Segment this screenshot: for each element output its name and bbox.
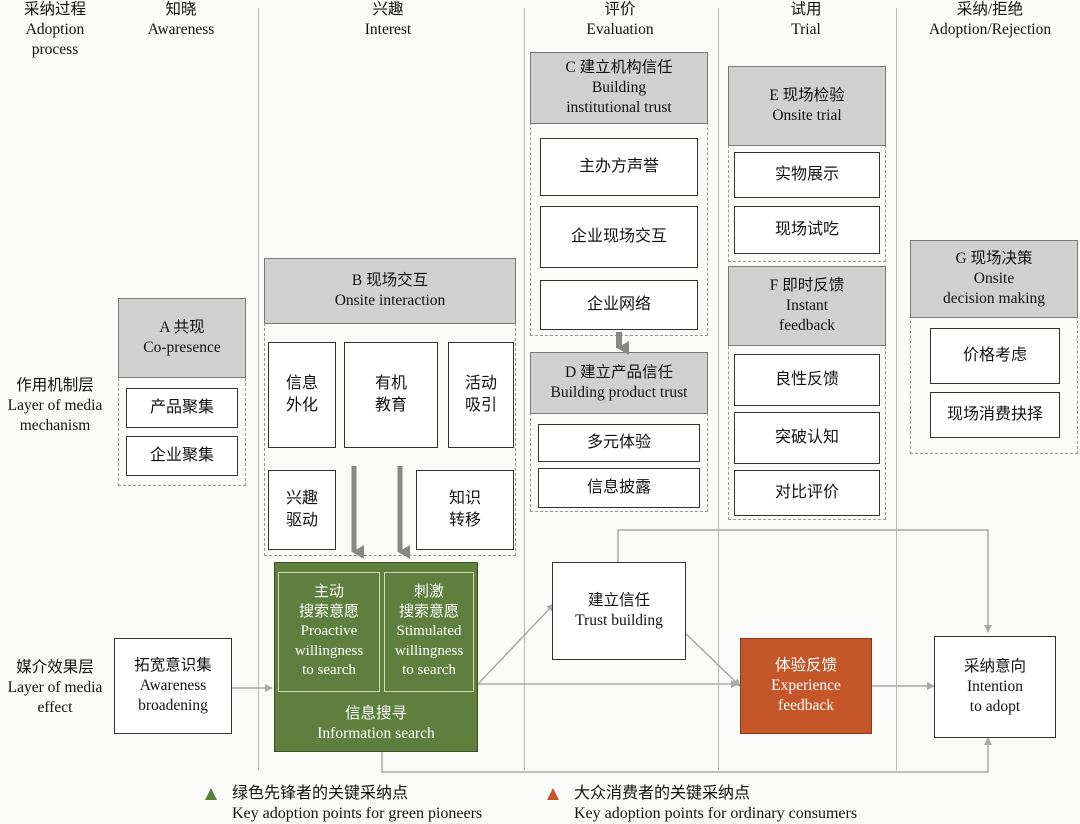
mechanism-d-title: D 建立产品信任 Building product trust xyxy=(530,352,708,414)
arrow xyxy=(683,631,741,687)
header-interest: 兴趣 Interest xyxy=(364,1,412,38)
green-triangle-icon xyxy=(205,788,217,800)
mechanism-c-item: 企业现场交互 xyxy=(540,206,698,268)
mechanism-b-item: 知识 转移 xyxy=(416,470,514,550)
mechanism-g-item: 价格考虑 xyxy=(930,328,1060,384)
mechanism-a-item: 企业聚集 xyxy=(126,436,238,476)
mechanism-b-title: B 现场交互 Onsite interaction xyxy=(264,258,516,324)
arrow xyxy=(477,603,555,685)
information-search-label: 信息搜寻 Information search xyxy=(317,705,435,742)
mechanism-f-title: F 即时反馈 Instant feedback xyxy=(728,266,886,346)
mechanism-e-item: 实物展示 xyxy=(734,152,880,198)
orange-triangle-icon xyxy=(547,788,559,800)
mechanism-e-item: 现场试吃 xyxy=(734,206,880,254)
header-evaluation: 评价 Evaluation xyxy=(586,1,654,38)
mechanism-d-item: 信息披露 xyxy=(538,468,700,508)
mechanism-c-item: 主办方声誉 xyxy=(540,138,698,196)
mechanism-e-title: E 现场检验 Onsite trial xyxy=(728,66,886,146)
legend-orange-cn: 大众消费者的关键采纳点 xyxy=(574,785,751,802)
mechanism-a-item: 产品聚集 xyxy=(126,388,238,428)
header-adoption-rejection: 采纳/拒绝 Adoption/Rejection xyxy=(928,1,1052,38)
trust-building-box: 建立信任 Trust building xyxy=(552,562,686,660)
column-divider xyxy=(896,8,897,770)
mechanism-d-item: 多元体验 xyxy=(538,424,700,462)
row-label-mechanism: 作用机制层 Layer of media mechanism xyxy=(7,377,103,434)
column-divider xyxy=(258,8,259,770)
mechanism-b-item: 兴趣 驱动 xyxy=(268,470,336,550)
mechanism-b-item: 信息 外化 xyxy=(268,342,336,448)
mechanism-f-item: 对比评价 xyxy=(734,470,880,516)
intention-to-adopt-box: 采纳意向 Intention to adopt xyxy=(934,636,1056,738)
header-awareness: 知晓 Awareness xyxy=(147,1,215,38)
stimulated-willingness-box: 刺激 搜索意愿 Stimulated willingness to search xyxy=(384,572,474,692)
column-divider xyxy=(718,8,719,770)
proactive-willingness-box: 主动 搜索意愿 Proactive willingness to search xyxy=(278,572,380,692)
mechanism-g-title: G 现场决策 Onsite decision making xyxy=(910,240,1078,318)
legend-orange-en: Key adoption points for ordinary consume… xyxy=(574,805,858,822)
header-adoption-process: 采纳过程 Adoption process xyxy=(23,1,86,58)
mechanism-f-item: 突破认知 xyxy=(734,412,880,464)
awareness-broadening-box: 拓宽意识集 Awareness broadening xyxy=(114,638,232,734)
mechanism-a-title: A 共现 Co-presence xyxy=(118,298,246,378)
mechanism-g-item: 现场消费抉择 xyxy=(930,392,1060,438)
information-search-box xyxy=(274,562,478,752)
mechanism-c-title: C 建立机构信任 Building institutional trust xyxy=(530,52,708,124)
row-label-effect: 媒介效果层 Layer of media effect xyxy=(7,659,103,716)
header-trial: 试用 Trial xyxy=(790,1,822,38)
mechanism-b-item: 有机 教育 xyxy=(344,342,438,448)
mechanism-b-item: 活动 吸引 xyxy=(448,342,514,448)
legend-green-cn: 绿色先锋者的关键采纳点 xyxy=(232,785,409,802)
experience-feedback-box: 体验反馈 Experience feedback xyxy=(740,638,872,734)
legend-green-en: Key adoption points for green pioneers xyxy=(232,805,483,822)
column-divider xyxy=(524,8,525,770)
mechanism-f-item: 良性反馈 xyxy=(734,354,880,406)
mechanism-c-item: 企业网络 xyxy=(540,280,698,330)
